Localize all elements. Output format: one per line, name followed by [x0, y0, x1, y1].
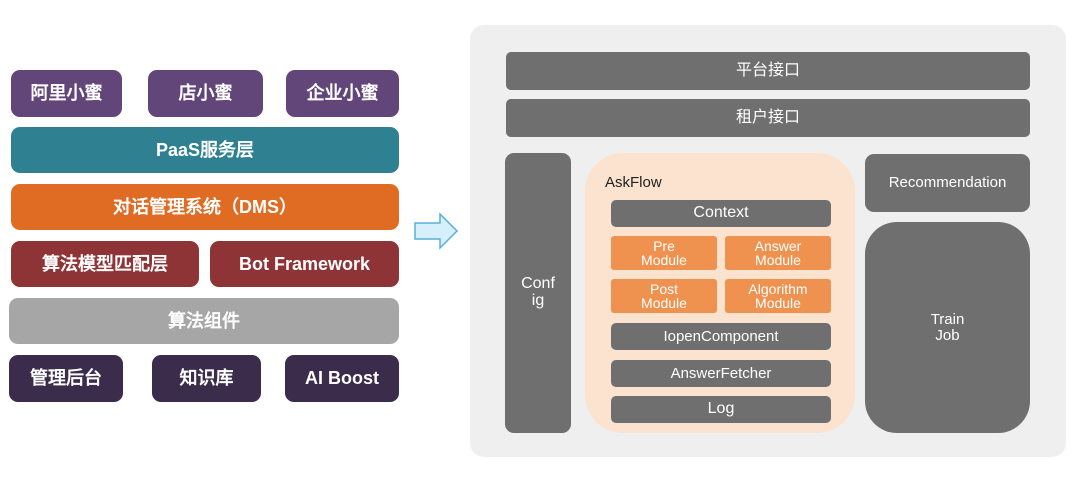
- ai-boost: AI Boost: [285, 355, 399, 402]
- algorithm-module: Algorithm Module: [725, 279, 831, 313]
- app-shop-alime: 店小蜜: [148, 70, 263, 117]
- tenant-api: 租户接口: [506, 99, 1030, 137]
- algo-components: 算法组件: [9, 298, 399, 344]
- right-arrow-icon: [414, 212, 459, 250]
- askflow-title: AskFlow: [605, 174, 662, 191]
- train-job-block: Train Job: [865, 222, 1030, 433]
- dms-layer: 对话管理系统（DMS）: [11, 184, 399, 230]
- post-module: Post Module: [611, 279, 717, 313]
- app-alime: 阿里小蜜: [11, 70, 122, 117]
- answer-module: Answer Module: [725, 236, 831, 270]
- iopen-component: IopenComponent: [611, 323, 831, 350]
- pre-module: Pre Module: [611, 236, 717, 270]
- platform-api: 平台接口: [506, 52, 1030, 90]
- config-column: Conf ig: [505, 153, 571, 433]
- log-block: Log: [611, 396, 831, 423]
- context-block: Context: [611, 200, 831, 227]
- answer-fetcher: AnswerFetcher: [611, 360, 831, 387]
- paas-layer: PaaS服务层: [11, 127, 399, 173]
- admin-console: 管理后台: [9, 355, 123, 402]
- recommendation-block: Recommendation: [865, 154, 1030, 212]
- bot-framework: Bot Framework: [210, 241, 399, 287]
- knowledge-base: 知识库: [152, 355, 261, 402]
- algo-match-layer: 算法模型匹配层: [11, 241, 199, 287]
- app-enterprise-alime: 企业小蜜: [286, 70, 399, 117]
